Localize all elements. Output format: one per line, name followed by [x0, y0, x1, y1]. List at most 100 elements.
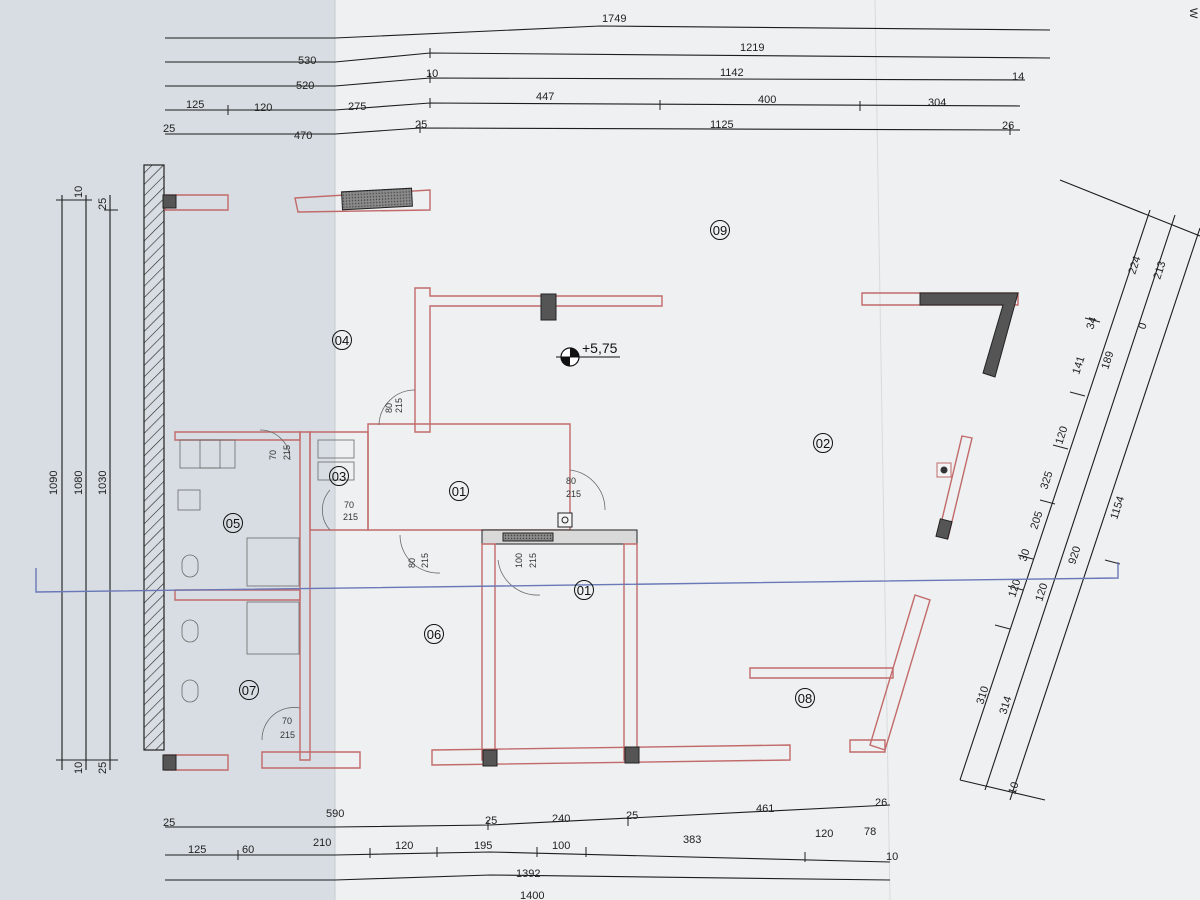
top-dimension-labels: 1749 530 1219 520 10 1142 14 125 120 275…	[163, 13, 1024, 142]
dim-label: 10	[73, 762, 85, 774]
dim-label: 1749	[602, 13, 626, 25]
dim-label: 100	[552, 840, 570, 852]
right-dimension-labels: 224 0 1154 10 213 34 189 920 314 141 120…	[974, 255, 1168, 796]
left-dimension-lines	[56, 195, 118, 770]
dim-label: 120	[1033, 582, 1050, 603]
dim-label: 240	[552, 813, 570, 825]
dim-label: 325	[1038, 470, 1055, 491]
section-line	[35, 562, 1119, 593]
dim-label: 447	[536, 91, 554, 103]
dim-label: 120	[1006, 578, 1023, 599]
door-width: 70	[344, 500, 354, 510]
elevation-label: +5,75	[582, 340, 618, 356]
dim-label: 314	[997, 695, 1014, 716]
dim-label: 120	[254, 102, 272, 114]
dim-label: 310	[974, 685, 991, 706]
wall-bath-right	[299, 431, 311, 761]
svg-text:07: 07	[242, 683, 256, 698]
door-labels: 80 215 70 215 70 215 80 215 80 215 100 2…	[268, 398, 581, 740]
dim-label: 125	[188, 844, 206, 856]
dim-label: 590	[326, 808, 344, 820]
wall-bottom-3	[431, 744, 791, 766]
dim-label: 1392	[516, 868, 540, 880]
dim-label: 275	[348, 101, 366, 113]
bottom-dimension-labels: 25 590 25 240 25 461 26 125 60 210 120 1…	[163, 797, 898, 900]
bathroom-fixtures	[177, 439, 355, 703]
dim-label: 10	[73, 186, 85, 198]
svg-text:04: 04	[335, 333, 349, 348]
wall-corner-right	[919, 292, 1019, 378]
door-height: 215	[343, 512, 358, 522]
room-marker: 01	[449, 481, 469, 501]
hatched-wall	[143, 164, 165, 751]
dim-label: 10	[886, 851, 898, 863]
dim-label: 120	[815, 828, 833, 840]
beam-inset	[502, 532, 554, 542]
dim-label: 25	[626, 810, 638, 822]
paper-fold-2	[874, 0, 891, 900]
dim-label: 60	[242, 844, 254, 856]
door-height: 215	[394, 398, 404, 413]
dim-label: 34	[1084, 316, 1099, 331]
top-dimension-lines	[165, 25, 1051, 135]
dim-label: 1219	[740, 42, 764, 54]
room-marker: 01	[574, 580, 594, 600]
bottom-dimension-lines	[165, 804, 891, 881]
column	[624, 746, 640, 764]
room-marker: 06	[424, 624, 444, 644]
door-height: 215	[282, 445, 292, 460]
room-marker: 04	[332, 330, 352, 350]
wall-bath-split	[174, 589, 301, 601]
dim-label: 383	[683, 834, 701, 846]
dim-label: 25	[163, 817, 175, 829]
dim-label: 10	[426, 68, 438, 80]
door-height: 215	[566, 489, 581, 499]
dim-label: 304	[928, 97, 946, 109]
dim-label: 0	[1136, 321, 1149, 331]
dim-label: 10	[1006, 781, 1021, 796]
dim-label: 210	[313, 837, 331, 849]
column	[162, 194, 177, 209]
wall-08	[749, 667, 894, 679]
dim-label: 189	[1099, 350, 1116, 371]
room-markers: 01 01 02 03 04 05 06 07 08 09	[223, 220, 833, 708]
door-width: 70	[268, 450, 278, 460]
dim-label: 1400	[520, 890, 544, 900]
door-width: 70	[282, 716, 292, 726]
dim-label: 213	[1151, 260, 1168, 281]
dim-label: 1090	[48, 471, 60, 495]
svg-text:09: 09	[713, 223, 727, 238]
svg-text:06: 06	[427, 627, 441, 642]
svg-text:01: 01	[577, 583, 591, 598]
svg-text:02: 02	[816, 436, 830, 451]
wall-09-lower	[414, 287, 663, 433]
svg-text:01: 01	[452, 484, 466, 499]
room-marker: 05	[223, 513, 243, 533]
dim-label: 195	[474, 840, 492, 852]
door-height: 215	[528, 553, 538, 568]
dim-label: 141	[1070, 355, 1087, 376]
right-dimension-lines	[959, 179, 1200, 801]
dim-label: 25	[97, 198, 109, 210]
dim-label: 120	[395, 840, 413, 852]
dim-label: 920	[1066, 545, 1083, 566]
wall-angled-right	[869, 594, 931, 751]
left-dimension-labels: 1090 10 1080 10 1030 25 25	[48, 186, 109, 774]
column	[557, 512, 573, 528]
room-marker: 03	[329, 466, 349, 486]
room-marker: 08	[795, 688, 815, 708]
window-top	[341, 187, 413, 211]
dim-label: 26	[1002, 120, 1014, 132]
dim-label: 125	[186, 99, 204, 111]
elevation-marker: +5,75	[556, 340, 620, 367]
door-height: 215	[280, 730, 295, 740]
dim-label: 120	[1053, 425, 1070, 446]
door-width: 100	[514, 553, 524, 568]
dim-label: 14	[1012, 71, 1024, 83]
dim-label: 1030	[97, 471, 109, 495]
dim-label: 1125	[710, 119, 734, 131]
column	[935, 518, 953, 540]
svg-text:08: 08	[798, 691, 812, 706]
dim-label: 25	[415, 119, 427, 131]
dim-label: 205	[1028, 510, 1045, 531]
